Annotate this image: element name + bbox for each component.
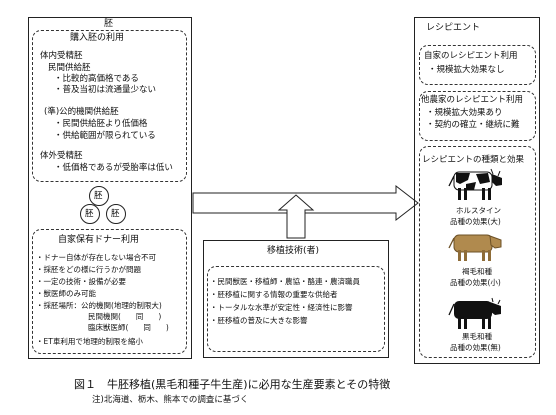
- figure-note: 注)北海道、栃木、熊本での調査に基づく: [92, 395, 249, 405]
- holstein-effect: 品種の効果(大): [450, 217, 501, 226]
- own-donor-item: ・採胚場所：公的機関(地理的制限大): [36, 301, 162, 310]
- recipient-types-title: レシピエントの種類と効果: [422, 155, 525, 165]
- public-title: (準)公的機関供給胚: [44, 107, 119, 117]
- own-farm-item: ・規模拡大効果なし: [428, 65, 505, 75]
- holstein-name: ホルスタイン: [456, 206, 501, 215]
- own-donor-item: ・採胚をどの様に行うかが問題: [36, 265, 141, 274]
- embryo-circle-right: [106, 204, 126, 224]
- own-donor-item: ・ET車利用で地理的制限を縮小: [36, 337, 143, 346]
- brown-wagyu-name: 褐毛和種: [462, 267, 492, 276]
- other-farm-item: ・規模拡大効果あり: [426, 108, 503, 118]
- public-item: ・供給範囲が限られている: [54, 131, 156, 141]
- private-supply-label: 民間供給胚: [48, 63, 91, 73]
- own-farm-title: 自家のレシピエント利用: [424, 51, 518, 61]
- technician-items-box: [207, 266, 385, 352]
- embryo-circle-left: [80, 204, 100, 224]
- technician-item: ・胚移植の普及に大きな影響: [210, 316, 308, 325]
- in-vitro-item: ・低価格であるが受胎率は低い: [54, 163, 173, 173]
- other-farm-box: [419, 91, 536, 141]
- other-farm-item: ・契約の確立・継続に難: [426, 120, 520, 130]
- embryo-circle-label: 胚: [85, 209, 94, 219]
- figure-caption: 図１ 牛胚移植(黒毛和種子牛生産)に必用な生産要素とその特徴: [74, 378, 391, 391]
- recipient-title: レシピエント: [426, 23, 481, 33]
- purchase-box: [32, 30, 187, 182]
- embryo-circle-label: 胚: [94, 191, 103, 201]
- own-donor-item: 臨床獣医師( 同 ): [88, 323, 169, 332]
- arrow-from-technician: [277, 194, 315, 239]
- black-wagyu-name: 黒毛和種: [462, 332, 492, 341]
- in-vitro-title: 体外受精胚: [40, 151, 83, 161]
- brown-wagyu-effect: 品種の効果(小): [450, 278, 501, 287]
- in-vivo-title: 体内受精胚: [40, 51, 83, 61]
- own-donor-item: 民間機関( 同 ): [88, 312, 162, 321]
- own-donor-box: [32, 229, 187, 354]
- holstein-cow-icon: [448, 168, 502, 200]
- technician-item: ・トータルな水準が安定性・経済性に影響: [210, 303, 353, 312]
- embryo-panel: [28, 17, 192, 359]
- own-donor-item: ・獣医師のみ可能: [36, 289, 96, 298]
- embryo-circle-top: [89, 186, 109, 206]
- technician-box: [203, 240, 389, 358]
- black-wagyu-cow-icon: [448, 297, 501, 329]
- public-item: ・民間供給胚より低価格: [54, 119, 148, 129]
- own-farm-box: [419, 45, 536, 85]
- recipient-panel: [414, 17, 540, 364]
- own-donor-title: 自家保有ドナー利用: [58, 235, 140, 245]
- private-item: ・比較的高価格である: [54, 74, 139, 84]
- own-donor-item: ・一定の技術・設備が必要: [36, 277, 126, 286]
- brown-wagyu-cow-icon: [448, 234, 502, 261]
- recipient-types-box: [419, 146, 536, 358]
- technician-item: ・胚移植に関する情報の重要な供給者: [210, 290, 338, 299]
- technician-item: ・民間獣医・移植師・農協・酪連・農済職員: [210, 277, 360, 286]
- private-item: ・普及当初は流通量少ない: [54, 85, 157, 95]
- own-donor-item: ・ドナー自体が存在しない場合不可: [36, 253, 156, 262]
- other-farm-title: 他農家のレシピエント利用: [421, 95, 524, 105]
- embryo-panel-title: 胚: [104, 19, 114, 29]
- technician-title: 移植技術(者): [267, 246, 320, 256]
- embryo-circle-label: 胚: [111, 209, 120, 219]
- purchase-title: 購入胚の利用: [70, 33, 125, 43]
- black-wagyu-effect: 品種の効果(無): [450, 343, 501, 352]
